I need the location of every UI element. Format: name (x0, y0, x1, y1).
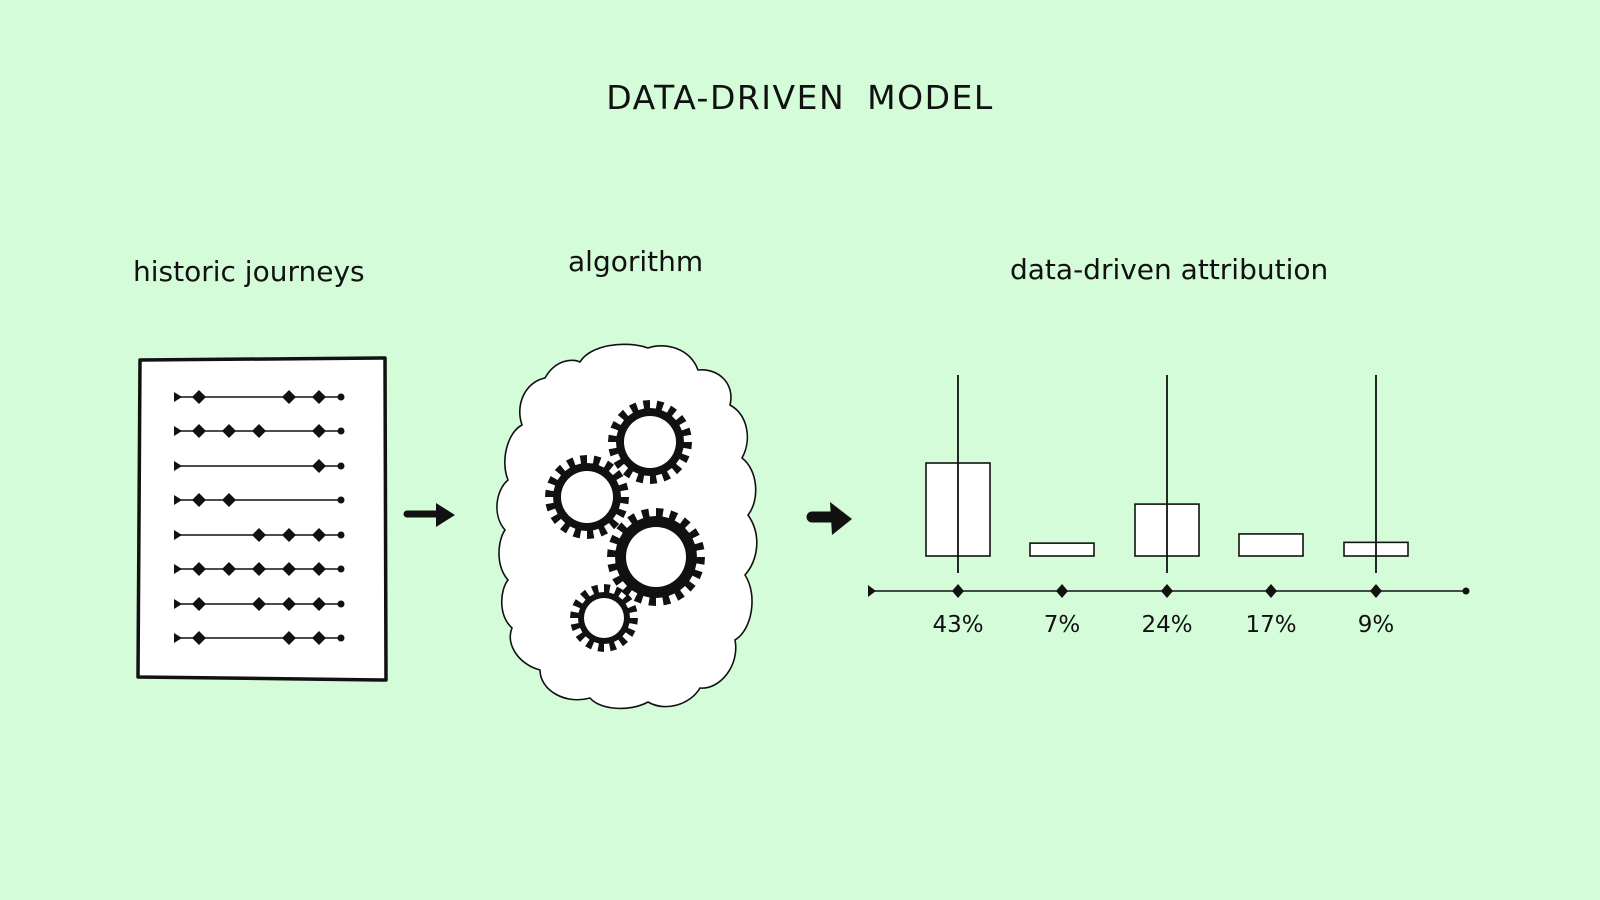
journey-row (174, 631, 345, 645)
touchpoint-diamond-icon (192, 597, 206, 611)
journey-row (174, 424, 345, 438)
attribution-bar: 9% (1343, 375, 1409, 638)
touchpoint-diamond-icon (312, 424, 326, 438)
touchpoint-diamond-icon (222, 562, 236, 576)
touchpoint-diamond-icon (282, 390, 296, 404)
percentage-label: 43% (932, 612, 983, 638)
touchpoint-diamond-icon (252, 424, 266, 438)
touchpoint-diamond-icon (282, 631, 296, 645)
touchpoint-diamond-icon (252, 528, 266, 542)
journeys-document-icon (136, 356, 388, 682)
percentage-label: 17% (1245, 612, 1296, 638)
attribution-bar: 7% (1029, 542, 1095, 638)
gears-in-cloud-icon (496, 343, 758, 710)
diagram-title: DATA-DRIVEN MODEL (606, 78, 994, 117)
gear-icon (545, 455, 629, 539)
touchpoint-diamond-icon (252, 597, 266, 611)
touchpoint-diamond-icon (222, 493, 236, 507)
touchpoint-diamond-icon (312, 390, 326, 404)
historic-journeys-label: historic journeys (133, 255, 365, 288)
attribution-label: data-driven attribution (1010, 253, 1329, 286)
touchpoint-diamond-icon (222, 424, 236, 438)
journey-row (174, 562, 345, 576)
touchpoint-diamond-icon (312, 459, 326, 473)
gear-icon (607, 508, 705, 606)
percentage-label: 9% (1358, 612, 1395, 638)
gear-icon (570, 584, 638, 652)
touchpoint-diamond-icon (312, 631, 326, 645)
arrow-right-icon (403, 503, 455, 527)
gear-icon (608, 400, 692, 484)
touchpoint-diamond-icon (192, 631, 206, 645)
touchpoint-diamond-icon (312, 528, 326, 542)
touchpoint-diamond-icon (282, 562, 296, 576)
journey-row (174, 597, 345, 611)
attribution-bar: 17% (1238, 533, 1304, 638)
arrow-right-icon (806, 502, 852, 535)
journey-row (174, 390, 345, 404)
touchpoint-diamond-icon (282, 597, 296, 611)
percentage-label: 7% (1044, 612, 1081, 638)
touchpoint-diamond-icon (192, 493, 206, 507)
journey-row (174, 528, 345, 542)
algorithm-label: algorithm (568, 245, 704, 278)
touchpoint-diamond-icon (282, 528, 296, 542)
touchpoint-diamond-icon (192, 424, 206, 438)
attribution-bar-chart: 43% 7% 24% 17% 9% (868, 375, 1470, 638)
attribution-bar: 43% (925, 375, 991, 638)
journey-row (174, 459, 345, 473)
attribution-bar: 24% (1134, 375, 1200, 638)
touchpoint-diamond-icon (312, 562, 326, 576)
touchpoint-diamond-icon (192, 562, 206, 576)
touchpoint-diamond-icon (192, 390, 206, 404)
percentage-label: 24% (1141, 612, 1192, 638)
journey-row (174, 493, 345, 507)
touchpoint-diamond-icon (252, 562, 266, 576)
journey-paths (174, 390, 345, 645)
touchpoint-diamond-icon (312, 597, 326, 611)
